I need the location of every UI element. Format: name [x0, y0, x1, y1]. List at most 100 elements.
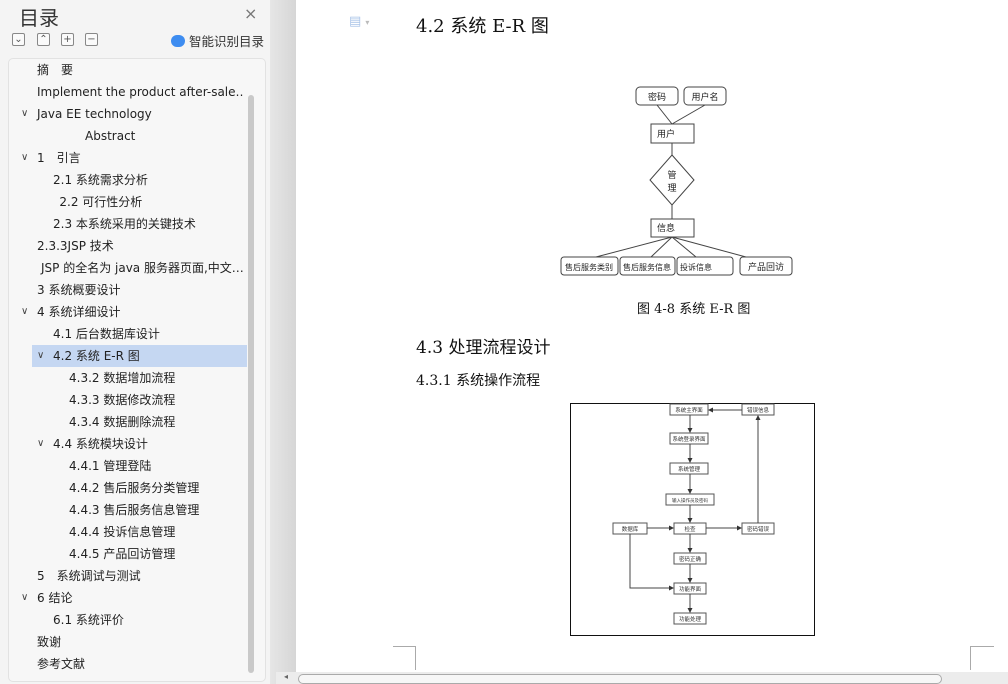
flow-login: 系统登录界面	[672, 435, 706, 443]
toc-item[interactable]: 4.1 后台数据库设计	[9, 323, 245, 345]
toc-item[interactable]: 4.4.1 管理登陆	[9, 455, 245, 477]
toc-item-label: 4.2 系统 E-R 图	[53, 349, 140, 363]
er-manage-1: 管	[667, 169, 676, 181]
toc-item-label: 4.3.2 数据增加流程	[69, 371, 176, 385]
toc-item[interactable]: Abstract	[9, 125, 245, 147]
toc-item[interactable]: Implement the product after-sale…	[9, 81, 245, 103]
toc-item[interactable]: 致谢	[9, 631, 245, 653]
flow-input: 输入操作员及密码	[672, 497, 708, 504]
toc-list: 摘 要 Implement the product after-sale… ∨ Jav…	[8, 58, 266, 682]
toc-item[interactable]: 摘 要	[9, 59, 245, 81]
toc-item[interactable]: 4.3.2 数据增加流程	[9, 367, 245, 389]
chevron-down-icon[interactable]: ∨	[21, 306, 29, 317]
toc-item-label: 2.2 可行性分析	[59, 195, 143, 209]
toc-item[interactable]: 参考文献	[9, 653, 245, 675]
toc-item-label: 4.3.4 数据删除流程	[69, 415, 176, 429]
flow-proc: 功能处理	[679, 615, 702, 623]
chevron-down-icon[interactable]: ∨	[21, 592, 29, 603]
toc-item-label: Implement the product after-sale…	[37, 85, 243, 99]
toc-item[interactable]: ∨ 4 系统详细设计	[9, 301, 245, 323]
heading-4-3: 4.3 处理流程设计	[416, 338, 551, 358]
horizontal-scrollbar[interactable]: ◂	[276, 672, 1008, 684]
flow-func: 功能界面	[679, 585, 702, 593]
er-manage-2: 理	[667, 183, 676, 194]
document-page: ▤ ▾ 4.2 系统 E-R 图 密码 用户名 用户 管 理 信息 售后服务类别…	[296, 0, 1008, 672]
toc-item-label: 4 系统详细设计	[37, 305, 121, 319]
toc-item[interactable]: ∨ 1 引言	[9, 147, 245, 169]
toc-item-label: 2.3.3JSP 技术	[37, 239, 114, 253]
toc-item[interactable]: 2.1 系统需求分析	[9, 169, 245, 191]
toc-item-label: JSP 的全名为 java 服务器页面,中文…	[41, 261, 244, 275]
er-attr-1: 售后服务类别	[565, 262, 613, 272]
toc-item-label: 2.3 本系统采用的关键技术	[53, 217, 196, 231]
toc-item[interactable]: ∨ 4.2 系统 E-R 图	[32, 345, 247, 367]
er-attr-2: 售后服务信息	[623, 262, 671, 272]
page-gutter	[270, 0, 296, 684]
collapse-all-button[interactable]: ⌃	[37, 33, 50, 46]
chevron-down-icon[interactable]: ∨	[21, 152, 29, 163]
toc-item-label: 致谢	[37, 635, 62, 649]
figure-caption: 图 4-8 系统 E-R 图	[637, 302, 751, 317]
toc-item-label: 6 结论	[37, 591, 73, 605]
heading-4-3-1: 4.3.1 系统操作流程	[416, 373, 541, 389]
toc-sidebar: 目录 × ⌄ ⌃ + − 智能识别目录 摘 要 Implement the pro…	[0, 0, 270, 684]
er-attr-4: 产品回访	[748, 261, 784, 273]
er-username: 用户名	[691, 91, 718, 103]
toc-item-label: 4.4.4 投诉信息管理	[69, 525, 176, 539]
smart-toc-label: 智能识别目录	[189, 34, 265, 49]
toc-item[interactable]: ∨4.4 系统模块设计	[9, 433, 245, 455]
toc-item[interactable]: 6.1 系统评价	[9, 609, 245, 631]
toc-item[interactable]: JSP 的全名为 java 服务器页面,中文…	[9, 257, 245, 279]
toc-item[interactable]: 3 系统概要设计	[9, 279, 245, 301]
toc-item[interactable]: 2.3.3JSP 技术	[9, 235, 245, 257]
toc-item[interactable]: 4.4.5 产品回访管理	[9, 543, 245, 565]
toc-item[interactable]: 4.3.4 数据删除流程	[9, 411, 245, 433]
flow-db: 数据库	[622, 525, 639, 533]
toc-item[interactable]: 4.3.3 数据修改流程	[9, 389, 245, 411]
toc-item-label: 4.1 后台数据库设计	[53, 327, 160, 341]
toc-item-label: 6.1 系统评价	[53, 613, 124, 627]
toc-item[interactable]: 5 系统调试与测试	[9, 565, 245, 587]
scroll-left-icon[interactable]: ◂	[284, 672, 289, 681]
toc-item-label: 4.4.3 售后服务信息管理	[69, 503, 200, 517]
toc-item[interactable]: 2.3 本系统采用的关键技术	[9, 213, 245, 235]
er-password: 密码	[648, 91, 666, 103]
close-icon[interactable]: ×	[244, 4, 258, 23]
toc-item-label: 摘 要	[37, 63, 74, 77]
flow-check: 检查	[684, 525, 696, 533]
toc-item-label: 2.1 系统需求分析	[53, 173, 148, 187]
toc-item[interactable]: 4.4.3 售后服务信息管理	[9, 499, 245, 521]
smart-toc-button[interactable]: 智能识别目录	[171, 31, 264, 50]
document-icon[interactable]: ▤ ▾	[349, 14, 370, 29]
remove-heading-button[interactable]: −	[85, 33, 98, 46]
toc-item-label: Java EE technology	[37, 107, 152, 121]
toc-item[interactable]: 4.4.4 投诉信息管理	[9, 521, 245, 543]
scroll-thumb[interactable]	[298, 674, 942, 684]
toc-title: 目录	[19, 6, 59, 30]
margin-mark-left	[393, 646, 416, 670]
heading-4-2: 4.2 系统 E-R 图	[416, 16, 549, 37]
toc-item-label: 4.3.3 数据修改流程	[69, 393, 176, 407]
er-diagram: 密码 用户名 用户 管 理 信息 售后服务类别 售后服务信息 投诉信息 产品回访	[560, 86, 793, 276]
toc-item[interactable]: ∨ 6 结论	[9, 587, 245, 609]
flow-main: 系统主界面	[675, 406, 703, 414]
toc-item-label: 4.4.5 产品回访管理	[69, 547, 176, 561]
smart-icon	[171, 34, 185, 47]
er-user: 用户	[657, 128, 675, 140]
toc-item-label: 3 系统概要设计	[37, 283, 121, 297]
add-heading-button[interactable]: +	[61, 33, 74, 46]
toc-item[interactable]: ∨ Java EE technology	[9, 103, 245, 125]
flow-pwd-error: 密码错误	[747, 525, 770, 533]
flowchart: 系统主界面 错误信息 系统登录界面 系统管理 输入操作员及密码 数据库 检查 密…	[570, 403, 815, 636]
chevron-down-icon[interactable]: ∨	[37, 350, 45, 361]
er-attr-3: 投诉信息	[680, 262, 712, 272]
toc-item[interactable]: 4.4.2 售后服务分类管理	[9, 477, 245, 499]
chevron-down-icon[interactable]: ∨	[21, 108, 29, 119]
chevron-down-icon[interactable]: ∨	[37, 438, 45, 449]
toc-item-label: 1 引言	[37, 151, 81, 165]
expand-all-button[interactable]: ⌄	[12, 33, 25, 46]
flow-sys: 系统管理	[678, 465, 701, 473]
toc-item-label: 参考文献	[37, 657, 86, 671]
toc-item[interactable]: 2.2 可行性分析	[9, 191, 245, 213]
toc-scrollbar[interactable]	[248, 95, 254, 673]
